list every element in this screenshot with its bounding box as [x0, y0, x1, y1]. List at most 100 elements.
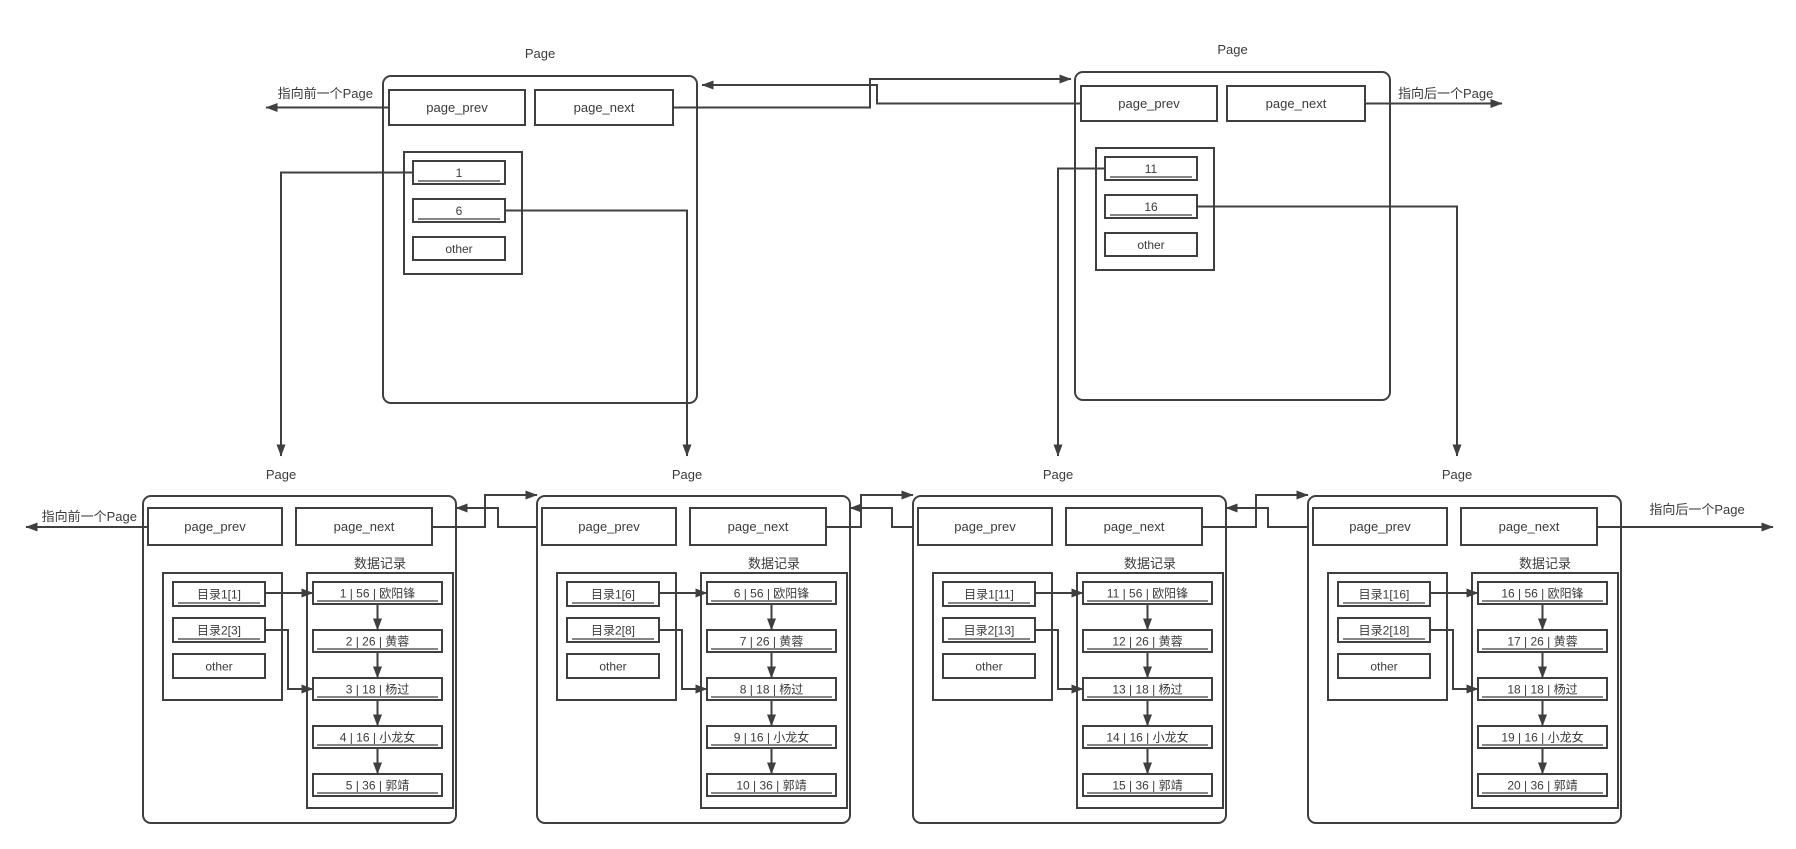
directory-item-box [172, 653, 266, 679]
record-label: 5 | 36 | 郭靖 [346, 779, 410, 793]
arrow-leaf-prev-link [1225, 503, 1313, 528]
records-title: 数据记录 [1519, 556, 1571, 571]
page-title: Page [525, 46, 555, 61]
arrow-dir2-to-record [1430, 629, 1479, 694]
record-label: 16 | 56 | 欧阳锋 [1501, 587, 1583, 601]
pointer-prev-page-label: 指向前一个Page [42, 509, 137, 524]
page-prev-box [541, 507, 677, 546]
arrow-leaf-prev-link [455, 503, 542, 528]
record-label: 12 | 26 | 黄蓉 [1112, 635, 1182, 649]
record-label: 15 | 36 | 郭靖 [1112, 779, 1182, 793]
page-prev-label: page_prev [954, 519, 1016, 534]
directory-item-label: 16 [1144, 200, 1158, 214]
record-label: 19 | 16 | 小龙女 [1501, 730, 1583, 745]
arrow-directory-to-leaf-0 [276, 171, 413, 457]
directory-item-label: 目录2[13] [964, 624, 1015, 638]
pointer-prev-page-label: 指向前一个Page [278, 86, 373, 101]
page-next-box [1065, 507, 1203, 546]
record-label: 3 | 18 | 杨过 [346, 682, 410, 697]
records-title: 数据记录 [1124, 556, 1176, 571]
record-label: 18 | 18 | 杨过 [1507, 682, 1577, 697]
page-prev-label: page_prev [578, 519, 640, 534]
page-title: Page [672, 467, 702, 482]
arrow-leaf-next-link [1202, 490, 1309, 528]
record-label: 17 | 26 | 黄蓉 [1507, 635, 1577, 649]
record-label: 6 | 56 | 欧阳锋 [734, 587, 810, 601]
page-next-label: page_next [334, 519, 395, 534]
arrow-directory-to-leaf-2 [1053, 167, 1105, 457]
directory-item-label: other [445, 242, 472, 256]
directory-item-box [942, 581, 1036, 607]
directory-item-label: 目录1[6] [591, 588, 635, 602]
arrow-dir2-to-record [659, 629, 708, 694]
page-prev-box [147, 507, 283, 546]
directory-item-label: 11 [1145, 162, 1158, 176]
directory-item-label: 目录2[3] [197, 624, 241, 638]
page-next-label: page_next [1104, 519, 1165, 534]
directory-item-label: 目录1[16] [1359, 588, 1410, 602]
directory-item-box [942, 653, 1036, 679]
pointer-next-page-label: 指向后一个Page [1398, 86, 1493, 101]
page-prev-box [1080, 85, 1218, 122]
record-label: 9 | 16 | 小龙女 [734, 730, 810, 745]
record-label: 14 | 16 | 小龙女 [1106, 730, 1188, 745]
directory-item-box [1337, 617, 1431, 643]
arrow-top-page-next-link [673, 74, 1072, 109]
page-prev-label: page_prev [426, 100, 488, 115]
directory-item-label: 1 [456, 166, 463, 180]
arrow-dir2-to-record [265, 629, 314, 694]
leaf-page-1: page_prev page_next 目录1[6] 目录2[8] other 6 | 5… [536, 495, 851, 824]
page-title: Page [1442, 467, 1472, 482]
arrow-leaf-prev-link [849, 503, 918, 528]
page-prev-box [917, 507, 1053, 546]
records-title: 数据记录 [748, 556, 800, 571]
pointer-next-page-label: 指向后一个Page [1649, 502, 1744, 517]
page-title: Page [1217, 42, 1247, 57]
directory-item-box [1337, 581, 1431, 607]
page-next-label: page_next [728, 519, 789, 534]
directory-item-label: other [1137, 238, 1164, 252]
page-next-box [295, 507, 433, 546]
directory-item-label: other [1370, 660, 1397, 674]
directory-item-label: 6 [456, 204, 463, 218]
directory-item-label: other [205, 660, 232, 674]
directory-item-label: other [599, 660, 626, 674]
arrow-directory-to-leaf-1 [505, 209, 692, 457]
arrow-top-page-prev-link [701, 80, 1081, 105]
arrow-dir2-to-record [1035, 629, 1084, 694]
page-next-label: page_next [1499, 519, 1560, 534]
record-label: 13 | 18 | 杨过 [1112, 682, 1182, 697]
records-title: 数据记录 [354, 556, 406, 571]
page-title: Page [1043, 467, 1073, 482]
arrow-leaf-next-link [432, 490, 538, 528]
record-label: 20 | 36 | 郭靖 [1507, 779, 1577, 793]
leaf-page-3: page_prev page_next 目录1[16] 目录2[18] other 16 … [1307, 495, 1622, 824]
directory-item-label: 目录2[18] [1359, 624, 1410, 638]
arrow-directory-to-leaf-3 [1197, 205, 1462, 457]
page-prev-label: page_prev [1349, 519, 1411, 534]
directory-item-label: 目录1[11] [964, 588, 1014, 602]
directory-item-label: 目录1[1] [197, 588, 241, 602]
record-label: 10 | 36 | 郭靖 [736, 779, 806, 793]
page-prev-label: page_prev [184, 519, 246, 534]
record-label: 4 | 16 | 小龙女 [340, 730, 416, 745]
page-prev-box [1312, 507, 1448, 546]
record-label: 1 | 56 | 欧阳锋 [340, 587, 416, 601]
directory-item-box [566, 653, 660, 679]
directory-item-box [1104, 232, 1198, 257]
page-title: Page [266, 467, 296, 482]
directory-item-box [172, 617, 266, 643]
record-label: 8 | 18 | 杨过 [740, 682, 804, 697]
page-prev-box [388, 89, 526, 126]
record-label: 11 | 56 | 欧阳锋 [1107, 587, 1188, 601]
record-label: 2 | 26 | 黄蓉 [346, 635, 410, 649]
directory-item-box [412, 236, 506, 261]
directory-item-label: 目录2[8] [591, 624, 635, 638]
page-next-label: page_next [1266, 96, 1327, 111]
directory-item-box [942, 617, 1036, 643]
